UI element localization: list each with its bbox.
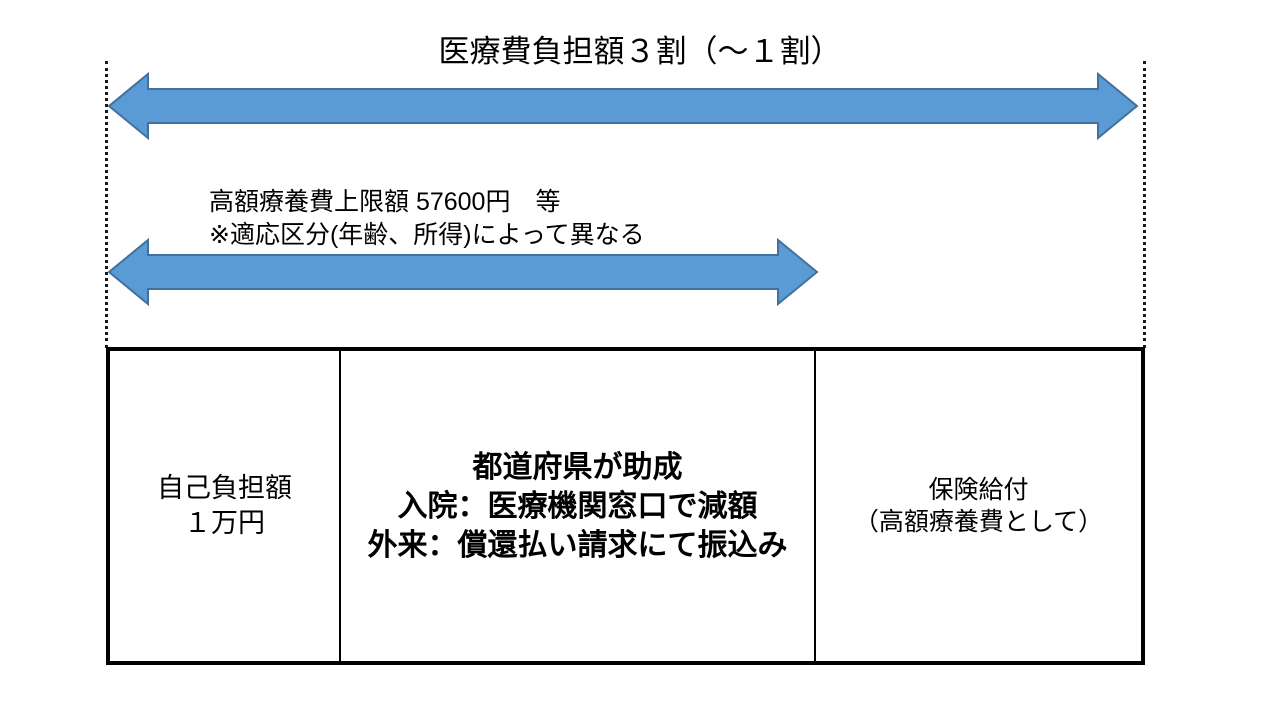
cell-self-payment: 自己負担額 １万円 <box>110 351 341 661</box>
cell-insurance-benefit: 保険給付 （高額療養費として） <box>853 475 1104 537</box>
cost-breakdown-box: 自己負担額 １万円 都道府県が助成 入院：医療機関窓口で減額 外来：償還払い請求… <box>106 347 1145 665</box>
dotted-guide-left <box>105 61 108 348</box>
high-cost-cap-label: 高額療養費上限額 57600円 等 ※適応区分(年齢、所得)によって異なる <box>209 188 645 249</box>
total-cost-title: 医療費負担額３割（〜１割） <box>438 34 842 69</box>
high-cost-cap-arrow <box>107 237 819 307</box>
total-medical-cost-arrow <box>107 71 1139 141</box>
cell-prefecture-subsidy: 都道府県が助成 入院：医療機関窓口で減額 外来：償還払い請求にて振込み <box>341 351 816 661</box>
dotted-guide-right <box>1143 61 1146 348</box>
